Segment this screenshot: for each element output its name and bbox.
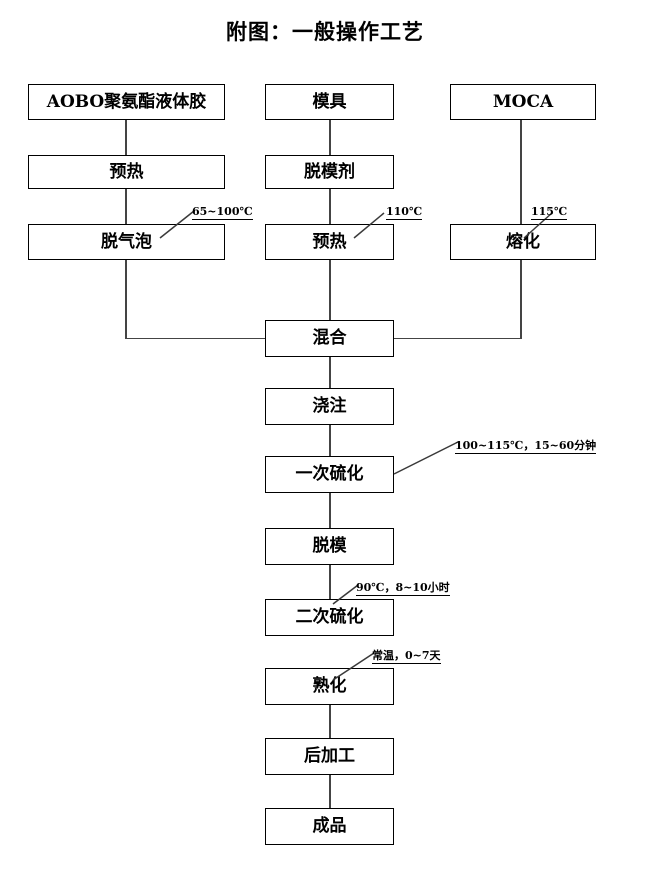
node-moca[interactable]: MOCA [450, 84, 596, 120]
node-mix[interactable]: 混合 [265, 320, 394, 357]
node-finished-product-label: 成品 [312, 816, 347, 836]
edge-postprocess-product [329, 775, 331, 809]
annotation-preheat-2: 110℃ [386, 205, 423, 221]
annotation-melt: 115℃ [531, 205, 568, 221]
node-pour[interactable]: 浇注 [265, 388, 394, 425]
node-melt[interactable]: 熔化 [450, 224, 596, 260]
leader-line-primary-curing [393, 441, 459, 475]
node-maturation[interactable]: 熟化 [265, 668, 394, 705]
annotation-primary-curing: 100~115℃，15~60分钟 [455, 439, 597, 455]
annotation-secondary-curing: 90℃，8~10小时 [356, 581, 450, 597]
node-maturation-label: 熟化 [312, 676, 347, 696]
edge-degas-mix-horizontal [125, 337, 266, 340]
leader-line-maturation [332, 652, 375, 681]
node-mold-label: 模具 [312, 91, 347, 112]
edge-preheat2-mix [329, 260, 331, 321]
edge-cure1-demold [329, 493, 331, 529]
edge-pour-cure1 [329, 425, 331, 457]
node-secondary-curing[interactable]: 二次硫化 [265, 599, 394, 636]
node-degas[interactable]: 脱气泡 [28, 224, 225, 260]
node-mix-label: 混合 [312, 328, 347, 348]
leader-line-secondary-curing [332, 584, 359, 605]
node-melt-label: 熔化 [506, 231, 540, 252]
node-finished-product[interactable]: 成品 [265, 808, 394, 845]
edge-degas-mix-vertical [125, 260, 127, 339]
node-secondary-curing-label: 二次硫化 [295, 607, 364, 627]
node-post-processing-label: 后加工 [304, 746, 355, 766]
edge-demold-cure2 [329, 565, 331, 600]
node-demold[interactable]: 脱模 [265, 528, 394, 565]
edge-release-preheat2 [329, 189, 331, 225]
node-preheat-2[interactable]: 预热 [265, 224, 394, 260]
node-moca-label: MOCA [492, 91, 554, 112]
page-title: 附图：一般操作工艺 [226, 19, 424, 44]
node-pour-label: 浇注 [312, 396, 347, 416]
node-preheat-2-label: 预热 [312, 231, 347, 252]
node-demold-label: 脱模 [312, 536, 347, 556]
node-post-processing[interactable]: 后加工 [265, 738, 394, 775]
node-mold[interactable]: 模具 [265, 84, 394, 120]
edge-melt-mix-horizontal [393, 337, 521, 340]
annotation-degas: 65~100℃ [192, 205, 253, 221]
node-primary-curing-label: 一次硫化 [295, 464, 364, 484]
edge-mix-pour [329, 357, 331, 389]
edge-aobo-preheat1 [125, 120, 127, 156]
node-aobo[interactable]: AOBO聚氨酯液体胶 [28, 84, 225, 120]
edge-moca-melt [520, 120, 522, 225]
edge-maturation-postprocess [329, 705, 331, 739]
node-primary-curing[interactable]: 一次硫化 [265, 456, 394, 493]
edge-mold-release [329, 120, 331, 156]
node-degas-label: 脱气泡 [101, 231, 152, 252]
leader-line-preheat-2 [353, 212, 385, 239]
node-preheat-1-label: 预热 [109, 161, 144, 182]
annotation-maturation: 常温，0~7天 [372, 649, 441, 665]
leader-line-melt [523, 212, 553, 239]
edge-melt-mix-vertical [520, 260, 522, 339]
node-aobo-label: AOBO聚氨酯液体胶 [46, 91, 207, 112]
edge-preheat1-degas [125, 189, 127, 225]
node-preheat-1[interactable]: 预热 [28, 155, 225, 189]
node-release-agent[interactable]: 脱模剂 [265, 155, 394, 189]
node-release-agent-label: 脱模剂 [304, 161, 355, 182]
leader-line-degas [159, 210, 195, 239]
